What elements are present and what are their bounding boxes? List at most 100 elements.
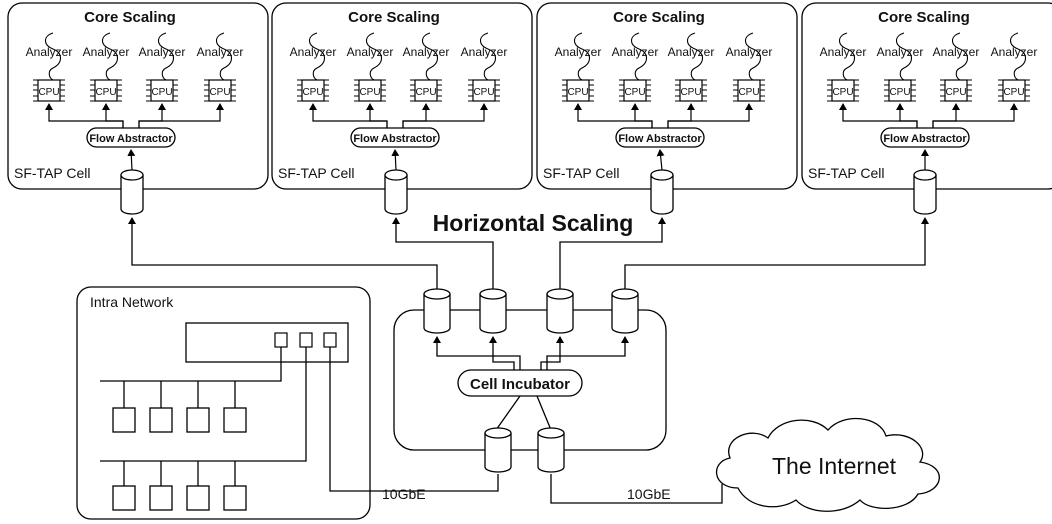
cpu-label: CPU: [359, 87, 380, 98]
host: [186, 485, 210, 511]
cell-buffer-cylinder: [913, 169, 937, 215]
analyzer-thread: [365, 32, 383, 81]
link-incubator-to-internet: [550, 474, 723, 504]
host: [112, 407, 136, 433]
sf-tap-cell-label: SF-TAP Cell: [543, 165, 620, 181]
host: [149, 407, 173, 433]
analyzer-thread: [1009, 32, 1027, 81]
core-scaling-title: Core Scaling: [348, 9, 440, 26]
internet-cloud: The Internet: [715, 417, 940, 512]
analyzer-label: Analyzer: [290, 45, 337, 59]
cpu-label: CPU: [151, 87, 172, 98]
analyzer-label: Analyzer: [726, 45, 773, 59]
horizontal-scaling-title: Horizontal Scaling: [433, 210, 634, 236]
cpu-label: CPU: [680, 87, 701, 98]
cell-incubator-label: Cell Incubator: [470, 376, 570, 393]
link-to-cell-4: [624, 217, 929, 290]
cpu-chip: [679, 79, 703, 102]
cpu-chip: [831, 79, 855, 102]
cell-incubator-box: Cell Incubator: [393, 309, 667, 451]
analyzer-label: Analyzer: [668, 45, 715, 59]
cpu-label: CPU: [738, 87, 759, 98]
analyzer-label: Analyzer: [461, 45, 508, 59]
core-scaling-title: Core Scaling: [84, 9, 176, 26]
flow-abstractor-pill: [350, 127, 440, 148]
switch-port-3: [323, 332, 337, 348]
analyzer-thread: [630, 32, 648, 81]
cpu-chip: [301, 79, 325, 102]
analyzer-label: Analyzer: [820, 45, 867, 59]
flow-abstractor-label: Flow Abstractor: [883, 133, 967, 145]
incubator-input-cylinder: [537, 427, 565, 473]
analyzer-thread: [44, 32, 62, 81]
cell-buffer-cylinder: [650, 169, 674, 215]
core-scaling-title: Core Scaling: [878, 9, 970, 26]
analyzer-label: Analyzer: [877, 45, 924, 59]
analyzer-label: Analyzer: [197, 45, 244, 59]
flow-abstractor-label: Flow Abstractor: [618, 133, 702, 145]
link-label-left: 10GbE: [382, 486, 426, 502]
analyzer-label: Analyzer: [83, 45, 130, 59]
cpu-chip: [472, 79, 496, 102]
cell-buffer-cylinder: [384, 169, 408, 215]
analyzer-thread: [479, 32, 497, 81]
flow-abstractor-pill: [86, 127, 176, 148]
cpu-chip: [566, 79, 590, 102]
link-to-cell-2: [392, 217, 494, 290]
analyzer-label: Analyzer: [933, 45, 980, 59]
analyzer-thread: [573, 32, 591, 81]
analyzer-thread: [157, 32, 175, 81]
analyzer-label: Analyzer: [612, 45, 659, 59]
cpu-label: CPU: [95, 87, 116, 98]
switch: [185, 322, 349, 363]
cpu-chip: [944, 79, 968, 102]
analyzer-label: Analyzer: [26, 45, 73, 59]
incubator-output-cylinder: [479, 288, 507, 334]
core-scaling-title: Core Scaling: [613, 9, 705, 26]
flow-abstractor-label: Flow Abstractor: [353, 133, 437, 145]
cpu-chip: [37, 79, 61, 102]
switch-port-1: [274, 332, 288, 348]
analyzer-thread: [308, 32, 326, 81]
cpu-label: CPU: [473, 87, 494, 98]
incubator-output-cylinder: [611, 288, 639, 334]
cpu-chip: [94, 79, 118, 102]
cell-incubator-pill: [457, 369, 583, 397]
analyzer-label: Analyzer: [555, 45, 602, 59]
cpu-label: CPU: [209, 87, 230, 98]
cpu-label: CPU: [889, 87, 910, 98]
analyzer-thread: [838, 32, 856, 81]
cpu-chip: [888, 79, 912, 102]
incubator-output-cylinder: [546, 288, 574, 334]
flow-abstractor-pill: [615, 127, 705, 148]
cpu-label: CPU: [567, 87, 588, 98]
analyzer-thread: [686, 32, 704, 81]
link-to-cell-3: [559, 217, 666, 290]
analyzer-thread: [101, 32, 119, 81]
analyzer-label: Analyzer: [139, 45, 186, 59]
switch-port-2: [299, 332, 313, 348]
host: [223, 407, 247, 433]
cpu-chip: [150, 79, 174, 102]
host: [112, 485, 136, 511]
cpu-label: CPU: [302, 87, 323, 98]
cpu-chip: [737, 79, 761, 102]
incubator-input-cylinder: [484, 427, 512, 473]
host: [186, 407, 210, 433]
incubator-output-cylinder: [423, 288, 451, 334]
intra-network-label: Intra Network: [90, 294, 174, 310]
cpu-chip: [208, 79, 232, 102]
cpu-label: CPU: [38, 87, 59, 98]
analyzer-thread: [215, 32, 233, 81]
cpu-chip: [414, 79, 438, 102]
analyzer-thread: [895, 32, 913, 81]
cpu-label: CPU: [1003, 87, 1024, 98]
host: [149, 485, 173, 511]
cpu-label: CPU: [415, 87, 436, 98]
incubator-cylinders: [423, 288, 639, 473]
